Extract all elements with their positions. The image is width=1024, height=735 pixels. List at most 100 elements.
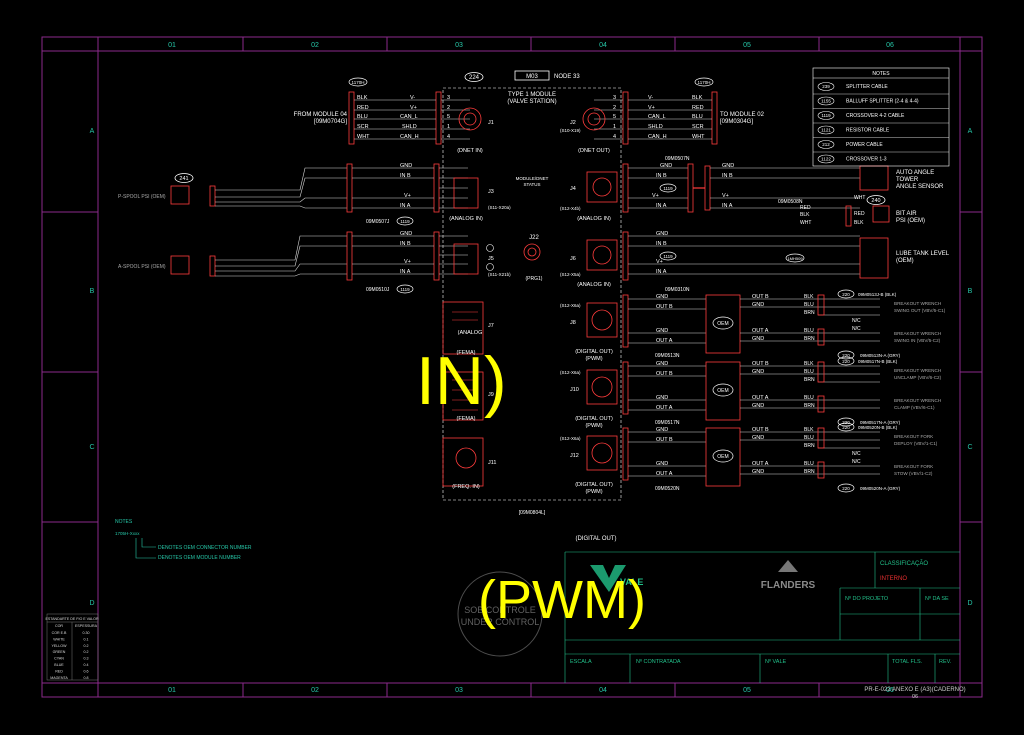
cable-label: 09M0507N xyxy=(665,156,690,162)
watermark-line-2: (PWM) xyxy=(478,570,646,630)
wire-signal: V+ xyxy=(652,193,659,199)
table-cell: GREEN xyxy=(53,650,66,654)
connector-j22: J22 xyxy=(529,235,539,241)
connector-label: J10 xyxy=(570,387,579,393)
wire-signal: GND xyxy=(752,302,764,308)
connector-j11: J11 xyxy=(488,460,496,466)
device-label: (OEM) xyxy=(896,258,914,264)
wire-signal: GND xyxy=(660,163,672,169)
wire-signal: IN A xyxy=(722,203,733,209)
cable-label: 09M0517N xyxy=(655,420,680,426)
status-label-2: STATUS xyxy=(523,182,540,187)
col-label: 03 xyxy=(455,42,463,49)
wire-signal: IN B xyxy=(722,173,733,179)
field-interno: INTERNO xyxy=(880,576,907,582)
wire-signal: V- xyxy=(410,95,415,101)
cable-label: 09M0508N xyxy=(778,199,803,205)
valve-label: SWING IN (VBV/5-C2) xyxy=(894,338,941,343)
part-label: (S12-X6a) xyxy=(560,370,581,375)
table-cell: 0.4 xyxy=(84,663,89,667)
valve-label: BREAKOUT WRENCH xyxy=(894,301,941,306)
fema-label: (FEMA) xyxy=(457,350,476,356)
field-escala: ESCALA xyxy=(570,659,592,665)
row-labels: A B C D A B C D xyxy=(89,128,972,607)
valve-label: BREAKOUT WRENCH xyxy=(894,368,941,373)
wire-signal: GND xyxy=(752,435,764,441)
module-ref-bottom: [09M0804L] xyxy=(519,510,546,516)
part-label: (S12-X6a) xyxy=(560,303,581,308)
table-cell: CYAN xyxy=(54,657,64,661)
wire-signal: GND xyxy=(752,403,764,409)
wire-signal: GND xyxy=(400,163,412,169)
wire-signal: GND xyxy=(400,231,412,237)
pwm-label: (PWM) xyxy=(585,423,602,429)
wire-signal: OUT B xyxy=(656,371,673,377)
field-classificacao: CLASSIFICAÇÃO xyxy=(880,560,928,567)
table-cell: 0.8 xyxy=(84,676,89,680)
right-analog-1: J4 (S12-X4b) (ANALOG IN) GND IN B V+ IN … xyxy=(560,156,944,227)
wire-signal: OUT A xyxy=(656,471,673,477)
connector-j4: J4 xyxy=(570,186,576,192)
table-cell: MAGENTA xyxy=(50,676,68,680)
tag-label: 1MH509 xyxy=(787,256,803,261)
legend-title: NOTES xyxy=(872,71,890,77)
device-label: TOWER xyxy=(896,177,919,183)
column-labels-bottom: 01 02 03 04 05 06 xyxy=(168,687,894,694)
connector-j3: J3 xyxy=(488,189,494,195)
pin: 5 xyxy=(447,114,450,120)
oem-label: OEM xyxy=(717,454,728,460)
cable-label: 09M0520N xyxy=(655,486,680,492)
drawing-frame xyxy=(41,36,983,698)
wire-signal: GND xyxy=(656,361,668,367)
oem-label: OEM xyxy=(717,388,728,394)
ref-bubble: 1119 xyxy=(663,186,673,191)
wire-signal: OUT A xyxy=(656,405,673,411)
table-col: ESPESSURA xyxy=(75,624,98,628)
table-cell: 0.3 xyxy=(84,657,89,661)
module-center: MODULE/DNET STATUS J22 (PRG1) [09M0804L]… xyxy=(516,176,617,542)
nc-label: N/C xyxy=(852,451,861,457)
legend-bubble xyxy=(817,154,835,164)
row-label: A xyxy=(90,128,95,135)
wire-signal: OUT B xyxy=(656,304,673,310)
connector-j9: J9 xyxy=(488,392,494,398)
wire-color: SCR xyxy=(357,124,369,130)
wire-signal: V+ xyxy=(648,105,655,111)
valve-label: UNCLAMP (VBV/6-C2) xyxy=(894,375,942,380)
wire-color: SCR xyxy=(692,124,704,130)
analog-label: (ANALOG xyxy=(458,330,483,336)
ref-label: 09M0517N-A (GRY) xyxy=(860,420,901,425)
ref-bubble: 220 xyxy=(842,292,850,297)
valve-label: STOW (VBV/1-C2) xyxy=(894,471,933,476)
wire-color: BLU xyxy=(804,302,814,308)
wire-color: BLK xyxy=(357,95,368,101)
stamp-line: SOB CONTROLE xyxy=(464,605,536,615)
row-label: B xyxy=(968,288,973,295)
right-analog-2: J6 (S12-X5a) (ANALOG IN) GND IN B V+ IN … xyxy=(560,231,950,293)
table-cell: WHITE xyxy=(53,637,65,641)
dnet-out-label: (DNET OUT) xyxy=(578,148,610,154)
dnet-out-net: 3 2 5 1 4 V- V+ CAN_L SHLD CAN_H BLK RED… xyxy=(560,91,718,154)
wire-signal: OUT B xyxy=(752,361,769,367)
frame-ticks xyxy=(42,37,982,697)
wire-signal: V+ xyxy=(404,193,411,199)
nc-label: N/C xyxy=(852,318,861,324)
col-label: 01 xyxy=(168,687,176,694)
legend-bubble xyxy=(817,125,835,135)
node-label: NODE 33 xyxy=(554,74,580,80)
wire-signal: V+ xyxy=(410,105,417,111)
digital-out-bottom: (DIGITAL OUT) xyxy=(576,536,617,542)
oem-label: OEM xyxy=(717,321,728,327)
part-label: (S12-X6a) xyxy=(560,436,581,441)
notes-title: NOTES xyxy=(115,519,133,525)
valve-label: BREAKOUT WRENCH xyxy=(894,398,941,403)
ref-tag-right: 1170H xyxy=(698,80,711,85)
row-label: B xyxy=(90,288,95,295)
ref-label: 09M0513J-B (BLK) xyxy=(858,292,897,297)
wire-signal: GND xyxy=(656,294,668,300)
row-label: C xyxy=(967,444,972,451)
col-label: 06 xyxy=(886,687,894,694)
